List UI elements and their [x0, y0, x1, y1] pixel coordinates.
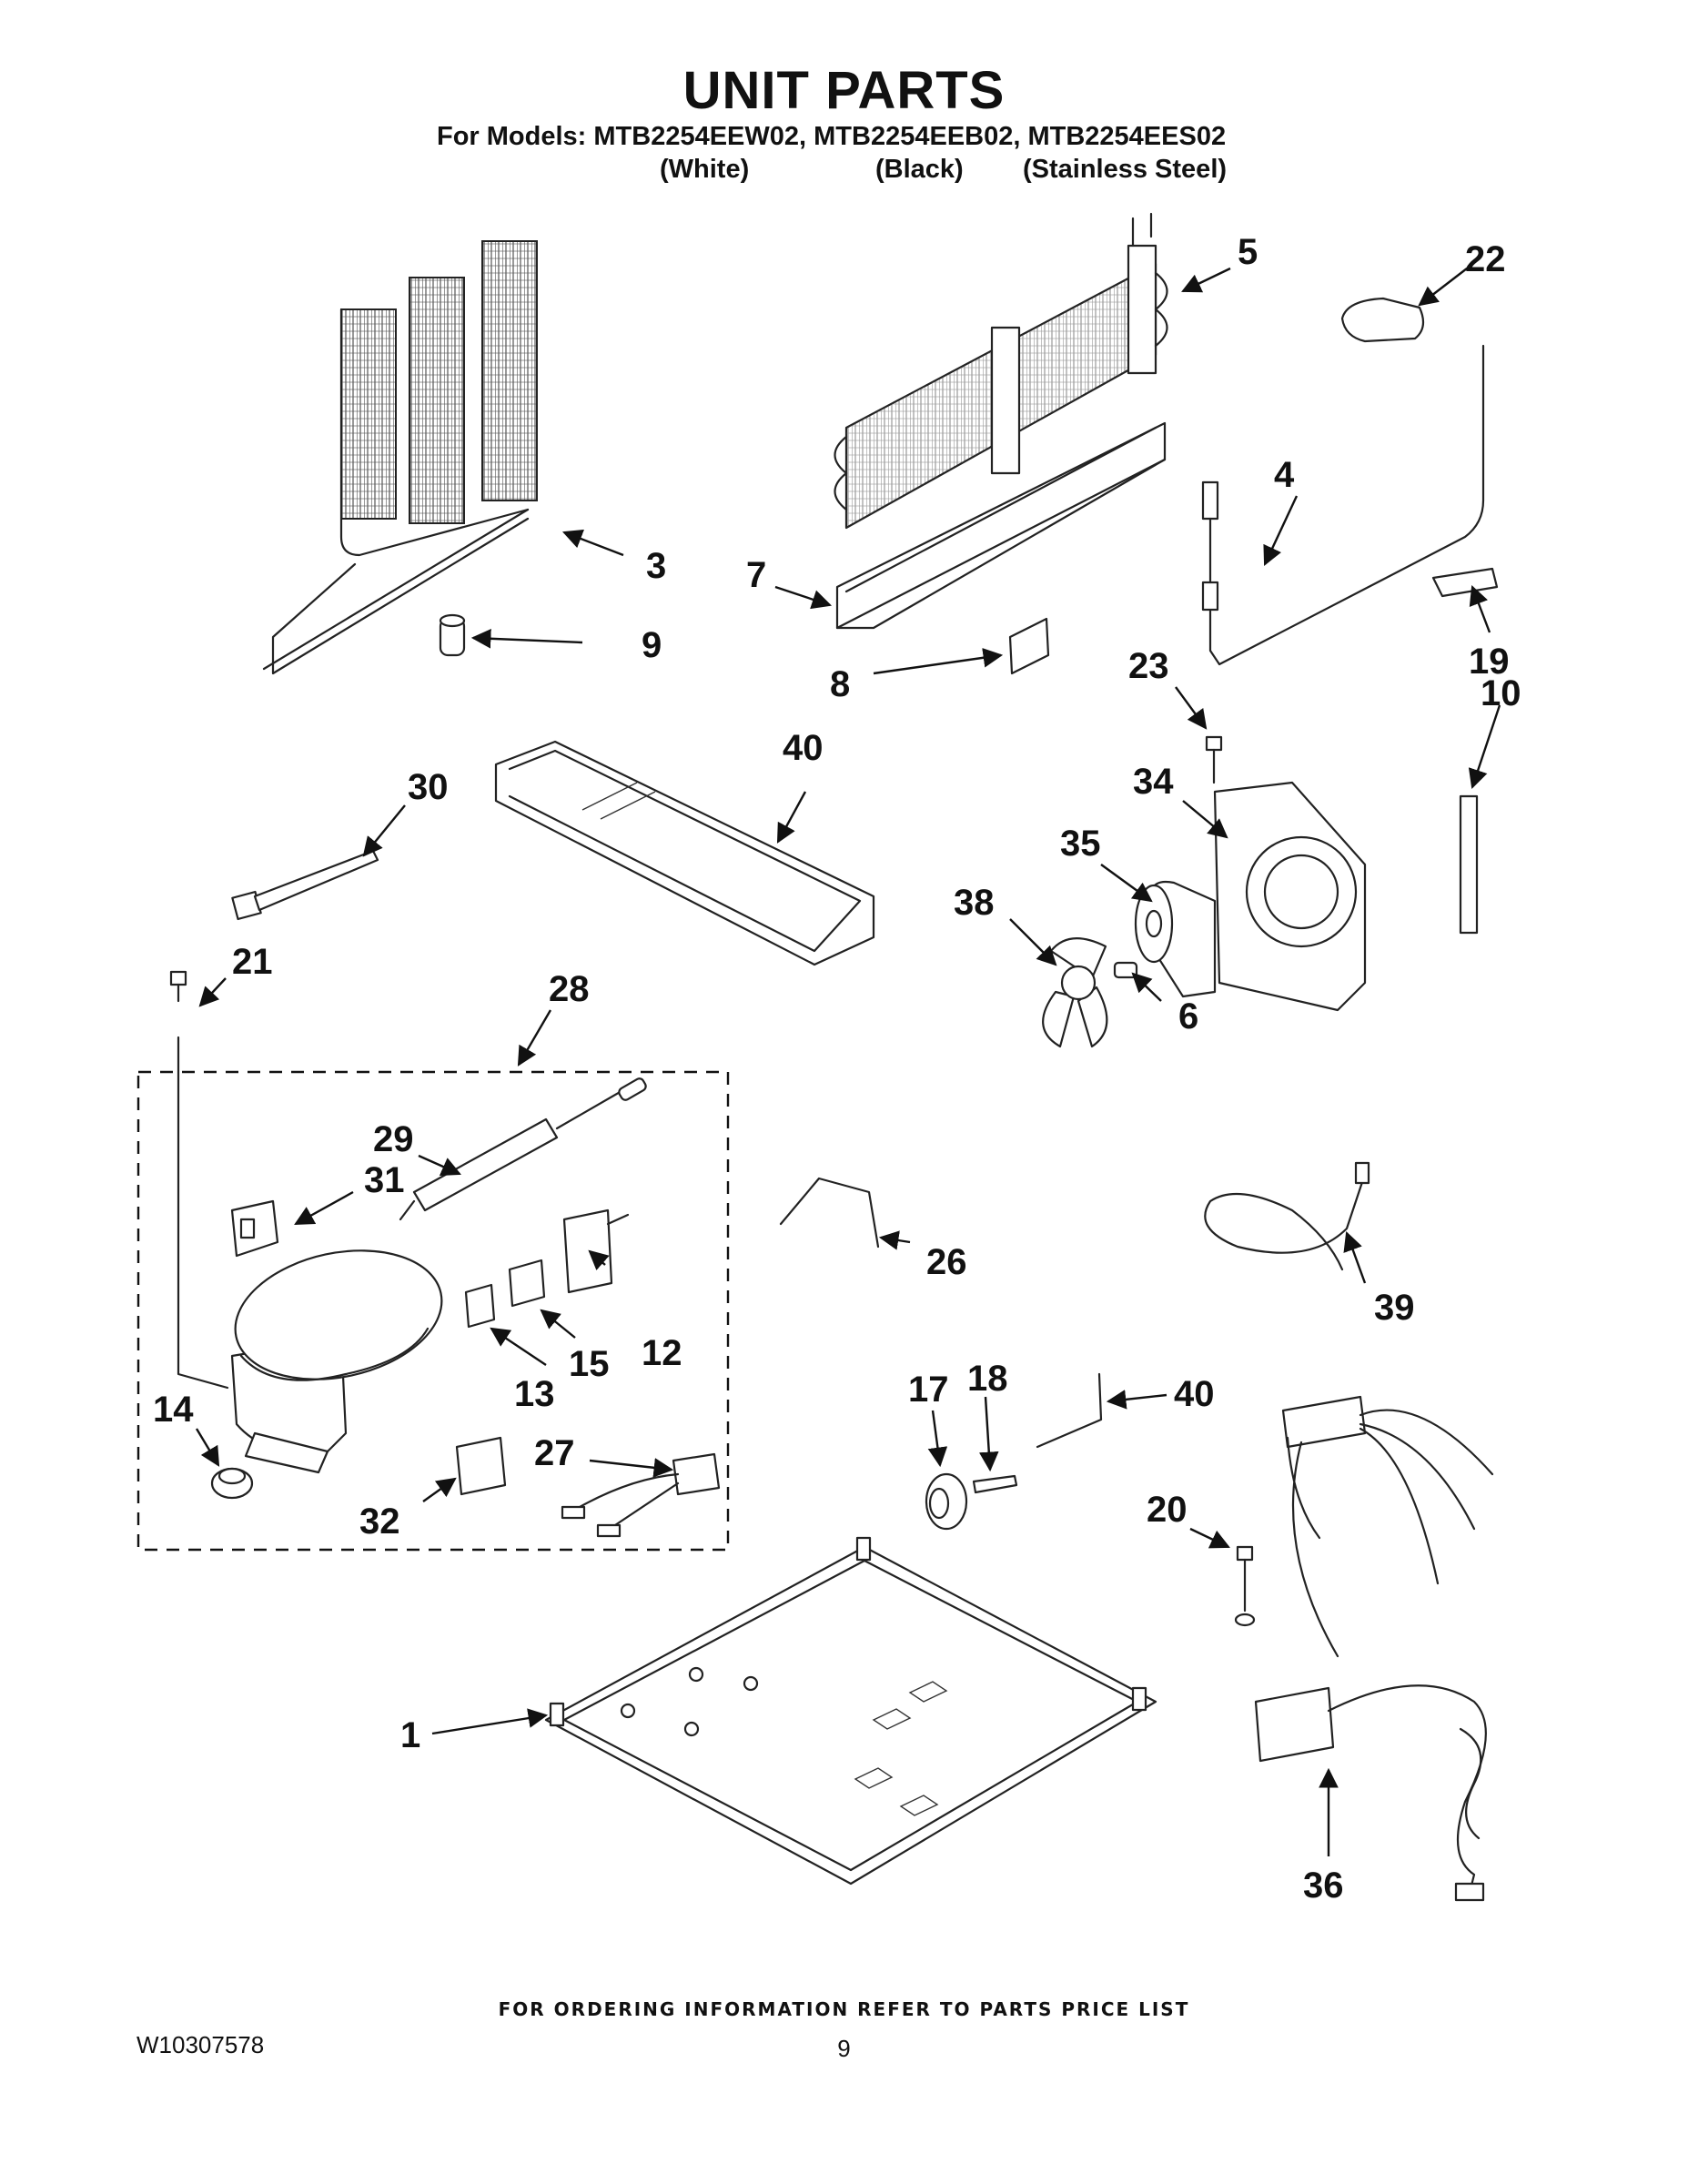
callout-label: 7	[746, 555, 766, 595]
callout-label: 14	[153, 1390, 194, 1430]
fan-blade-part	[1042, 937, 1108, 1048]
drain-pan-part	[494, 740, 875, 966]
clip-part-19	[1431, 567, 1499, 598]
callout-label: 23	[1128, 646, 1169, 686]
callout-label: 34	[1133, 762, 1174, 802]
plug-part-9	[439, 613, 466, 657]
callout-label: 36	[1303, 1866, 1344, 1906]
callout-label: 28	[549, 969, 590, 1009]
callout-label: 4	[1274, 455, 1295, 495]
roller-part	[925, 1472, 968, 1531]
cap-part-22	[1340, 297, 1425, 343]
callout-label: 31	[364, 1160, 405, 1200]
tube-part-39	[1036, 1372, 1103, 1449]
callout-label: 8	[830, 664, 850, 704]
plug-part-27	[561, 1452, 721, 1538]
callout-label: 40	[1174, 1374, 1215, 1414]
drain-hose-part	[1204, 1161, 1370, 1271]
compressor-kit-group	[136, 1070, 730, 1552]
strip-part-10	[1459, 794, 1479, 935]
grommet-part	[210, 1467, 254, 1500]
thermistor-harness-part	[1201, 344, 1485, 666]
document-number: W10307578	[136, 2031, 265, 2058]
clip-part-26	[779, 1177, 880, 1249]
condenser-part	[262, 240, 538, 675]
overload-part-15	[508, 1259, 546, 1308]
callout-label: 40	[783, 728, 824, 768]
screw-part-21	[1234, 1545, 1256, 1627]
callout-label: 35	[1060, 824, 1101, 864]
models-line: For Models: MTB2254EEW02, MTB2254EEB02, …	[437, 122, 1227, 151]
nut-part-6	[1113, 961, 1138, 979]
callout-label: 18	[967, 1359, 1008, 1399]
drier-part	[399, 1077, 647, 1221]
clip-part-8	[1008, 617, 1050, 675]
ground-screw-part-20	[169, 970, 229, 1390]
axle-part	[972, 1474, 1018, 1494]
callout-label: 20	[1147, 1490, 1188, 1530]
callout-label: 6	[1178, 996, 1198, 1036]
callout-label: 13	[514, 1374, 555, 1414]
callout-label: 32	[359, 1502, 400, 1542]
relay-part-31	[230, 1199, 279, 1258]
variant-black: (Black)	[875, 155, 964, 184]
fan-motor-part	[1134, 880, 1217, 998]
callout-label: 12	[642, 1333, 682, 1373]
connector-part-13	[464, 1283, 496, 1329]
ordering-note: FOR ORDERING INFORMATION REFER TO PARTS …	[498, 1998, 1190, 2020]
callout-label: 21	[232, 942, 273, 982]
wiring-harness-part	[1254, 1395, 1494, 1902]
callout-label: 17	[908, 1370, 949, 1410]
capacitor-part-32	[455, 1436, 507, 1496]
page-title: UNIT PARTS	[682, 61, 1006, 120]
variant-stainless: (Stainless Steel)	[1023, 155, 1228, 184]
callout-label: 10	[1481, 673, 1521, 713]
callout-label: 38	[954, 883, 995, 923]
callout-label: 27	[534, 1433, 575, 1473]
callout-label: 30	[408, 767, 449, 807]
callout-label: 39	[1374, 1288, 1415, 1328]
cable-tie-part	[231, 849, 379, 921]
callout-label: 29	[373, 1119, 414, 1159]
callout-label: 1	[400, 1715, 420, 1755]
callout-label: 15	[569, 1344, 610, 1384]
base-plate-part	[544, 1536, 1157, 1886]
callout-label: 5	[1238, 232, 1258, 272]
callout-label: 26	[926, 1242, 967, 1282]
evaporator-part	[834, 212, 1168, 530]
relay-part-12	[562, 1208, 630, 1294]
callout-label: 22	[1465, 239, 1506, 279]
page-number: 9	[837, 2035, 851, 2062]
fan-shroud-part	[1213, 781, 1367, 1012]
drain-trough-part	[835, 421, 1167, 630]
screw-part-23	[1205, 735, 1223, 784]
callout-label: 9	[642, 625, 662, 665]
callout-label: 3	[646, 546, 666, 586]
variant-white: (White)	[660, 155, 750, 184]
callout-label: 19	[1469, 642, 1510, 682]
compressor-part	[230, 1249, 443, 1474]
